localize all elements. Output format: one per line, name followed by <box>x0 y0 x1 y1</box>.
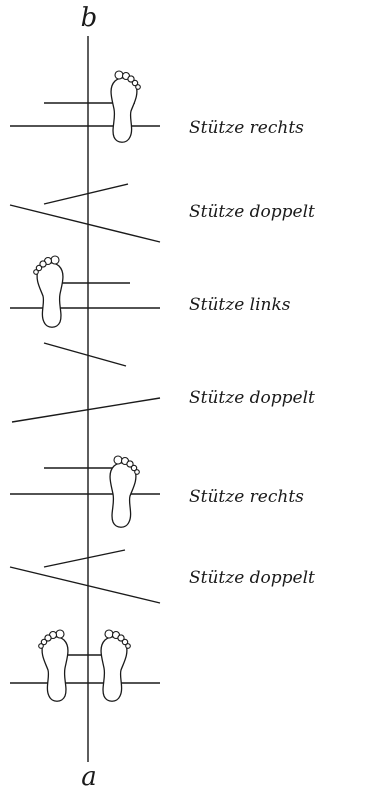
stance-line <box>10 205 160 242</box>
phase-label: Stütze doppelt <box>189 388 315 408</box>
left-foot-icon <box>34 256 63 327</box>
phase-double-support-3 <box>10 550 160 603</box>
left-foot-icon <box>39 630 68 701</box>
phase-label: Stütze rechts <box>189 118 304 138</box>
axis-label-a: a <box>81 762 97 789</box>
right-foot-icon <box>111 71 140 142</box>
phase-right-support-2 <box>10 456 160 527</box>
right-foot-icon <box>101 630 130 701</box>
phase-label: Stütze doppelt <box>189 568 315 588</box>
stance-line <box>12 398 160 422</box>
axis-label-b: b <box>81 3 98 33</box>
phase-left-support <box>10 256 160 327</box>
phase-right-support-1 <box>10 71 160 142</box>
phase-label: Stütze links <box>189 295 291 315</box>
phase-label: Stütze rechts <box>189 487 304 507</box>
stance-line <box>10 567 160 603</box>
phase-standing <box>10 630 160 701</box>
right-foot-icon <box>110 456 139 527</box>
swing-line <box>44 184 128 204</box>
phase-label: Stütze doppelt <box>189 202 315 222</box>
phase-double-support-1 <box>10 184 160 242</box>
phase-double-support-2 <box>12 343 160 422</box>
swing-line <box>44 550 125 567</box>
swing-line <box>44 343 126 366</box>
